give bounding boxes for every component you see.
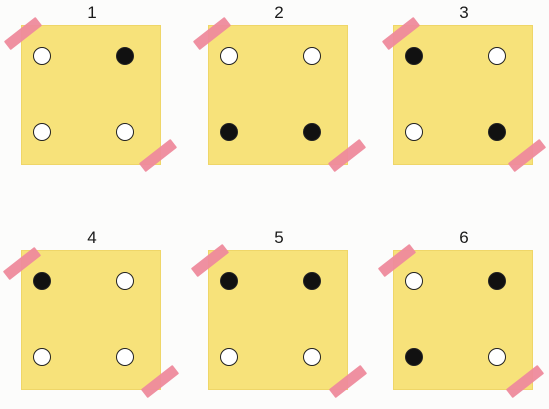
card-2 (208, 25, 348, 165)
panel-number-6: 6 (444, 228, 484, 248)
panel-number-3: 3 (444, 3, 484, 23)
dot-bottom-right-filled (303, 123, 321, 141)
dot-bottom-right (116, 348, 134, 366)
dot-bottom-left (405, 123, 423, 141)
dot-bottom-left-filled (405, 348, 423, 366)
dot-top-right-filled (116, 47, 134, 65)
dot-top-left-filled (33, 272, 51, 290)
dot-top-left-filled (220, 272, 238, 290)
dot-top-left-filled (405, 47, 423, 65)
card-5 (208, 250, 348, 390)
card-4 (21, 250, 161, 390)
dot-top-right (303, 47, 321, 65)
dot-top-left (405, 272, 423, 290)
dot-top-right-filled (303, 272, 321, 290)
dot-top-left (33, 47, 51, 65)
card-1 (21, 25, 161, 165)
dot-bottom-left (33, 123, 51, 141)
dot-top-right (116, 272, 134, 290)
card-6 (393, 250, 533, 390)
panel-number-5: 5 (259, 228, 299, 248)
dot-bottom-left (33, 348, 51, 366)
dot-bottom-right (303, 348, 321, 366)
dot-top-right (488, 47, 506, 65)
panel-number-1: 1 (72, 3, 112, 23)
dot-bottom-right (116, 123, 134, 141)
dot-bottom-right-filled (488, 123, 506, 141)
dot-bottom-left (220, 348, 238, 366)
dot-top-left (220, 47, 238, 65)
dot-bottom-right (488, 348, 506, 366)
dot-bottom-left-filled (220, 123, 238, 141)
card-3 (393, 25, 533, 165)
panel-number-2: 2 (259, 3, 299, 23)
dot-top-right-filled (488, 272, 506, 290)
panel-number-4: 4 (72, 228, 112, 248)
